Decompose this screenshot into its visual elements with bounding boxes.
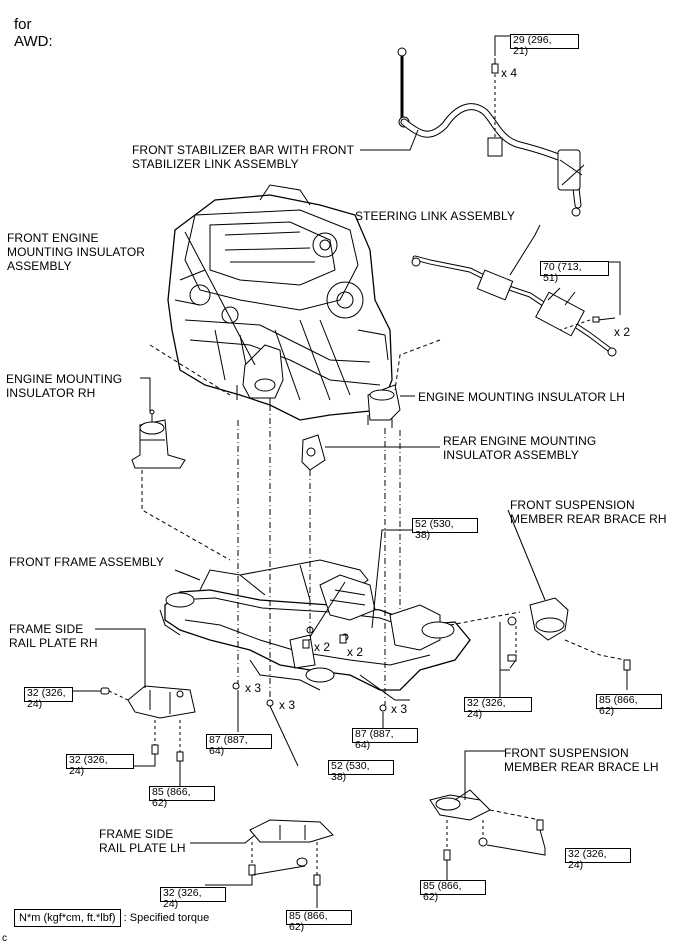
rear-engine-mount-illustration: [301, 434, 326, 471]
label-engine-mount-rh: ENGINE MOUNTING INSULATOR RH: [6, 372, 123, 400]
frame-rail-rh-illustration: [127, 685, 196, 719]
bolt-icon: [491, 58, 499, 74]
front-engine-mount-illustration: [236, 344, 284, 408]
qty-label: x 2: [314, 640, 331, 654]
torque-box: 32 (326, 24): [565, 848, 631, 871]
label-front-stabilizer: FRONT STABILIZER BAR WITH FRONT STABILIZ…: [132, 143, 354, 171]
qty-label: x 2: [347, 645, 364, 659]
front-susp-brace-lh-illustration: [429, 789, 491, 821]
label-engine-mount-lh: ENGINE MOUNTING INSULATOR LH: [418, 390, 626, 404]
label-front-engine-mount: FRONT ENGINE MOUNTING INSULATOR ASSEMBLY: [7, 231, 146, 273]
legend-box: N*m (kgf*cm, ft.*lbf): [14, 909, 121, 927]
label-rear-engine-mount: REAR ENGINE MOUNTING INSULATOR ASSEMBLY: [443, 434, 597, 462]
torque-box: 85 (866, 62): [420, 880, 486, 903]
torque-box: 52 (530, 38): [412, 518, 478, 541]
torque-box: 85 (866, 62): [286, 910, 352, 933]
bolt-icon: [151, 720, 184, 762]
torque-box: 87 (887, 64): [206, 734, 272, 757]
label-front-frame: FRONT FRAME ASSEMBLY: [9, 555, 164, 569]
bolt-icon: [443, 819, 544, 861]
steering-link-illustration: [411, 255, 617, 357]
legend: N*m (kgf*cm, ft.*lbf) : Specified torque: [14, 909, 209, 927]
torque-box: 85 (866, 62): [596, 694, 662, 717]
qty-label: x 4: [501, 66, 518, 80]
qty-label: x 3: [391, 702, 408, 716]
torque-box: 32 (326, 24): [24, 687, 73, 710]
label-frame-rail-rh: FRAME SIDE RAIL PLATE RH: [9, 622, 98, 650]
bolt-icon: [623, 659, 631, 690]
torque-box: 87 (887, 64): [352, 728, 418, 751]
qty-label: x 3: [245, 681, 262, 695]
bolt-icon: [100, 687, 129, 701]
bolt-icon: [592, 316, 616, 323]
frame-illustration: [159, 559, 471, 701]
qty-label: x 2: [614, 325, 631, 339]
torque-box: 52 (530, 38): [328, 760, 394, 783]
torque-box: 32 (326, 24): [464, 697, 532, 720]
bolt-icon: [302, 634, 347, 649]
engine-mount-lh-illustration: [367, 384, 401, 428]
bolt-icon: [248, 842, 321, 886]
stabilizer-bar-illustration: [397, 47, 585, 217]
front-susp-brace-rh-illustration: [507, 597, 569, 669]
torque-box: 29 (296, 21): [510, 34, 579, 57]
label-frame-rail-lh: FRAME SIDE RAIL PLATE LH: [99, 827, 186, 855]
header-awd: AWD:: [14, 33, 53, 50]
qty-label: x 3: [279, 698, 296, 712]
nut-icon: [232, 682, 387, 712]
engine-mount-rh-illustration: [131, 409, 186, 469]
torque-box: 32 (326, 24): [160, 887, 226, 910]
torque-box: 85 (866, 62): [149, 786, 215, 809]
label-steering-link: STEERING LINK ASSEMBLY: [355, 209, 516, 223]
label-front-susp-brace-rh: FRONT SUSPENSION MEMBER REAR BRACE RH: [510, 498, 667, 526]
header-for: for: [14, 16, 32, 33]
label-front-susp-brace-lh: FRONT SUSPENSION MEMBER REAR BRACE LH: [504, 746, 659, 774]
legend-text: : Specified torque: [123, 912, 210, 924]
torque-box: 32 (326, 24): [66, 754, 134, 777]
torque-box: 70 (713, 51): [540, 261, 609, 284]
engine-illustration: [167, 184, 393, 421]
frame-rail-lh-illustration: [249, 819, 334, 843]
corner-mark: c: [2, 933, 8, 944]
